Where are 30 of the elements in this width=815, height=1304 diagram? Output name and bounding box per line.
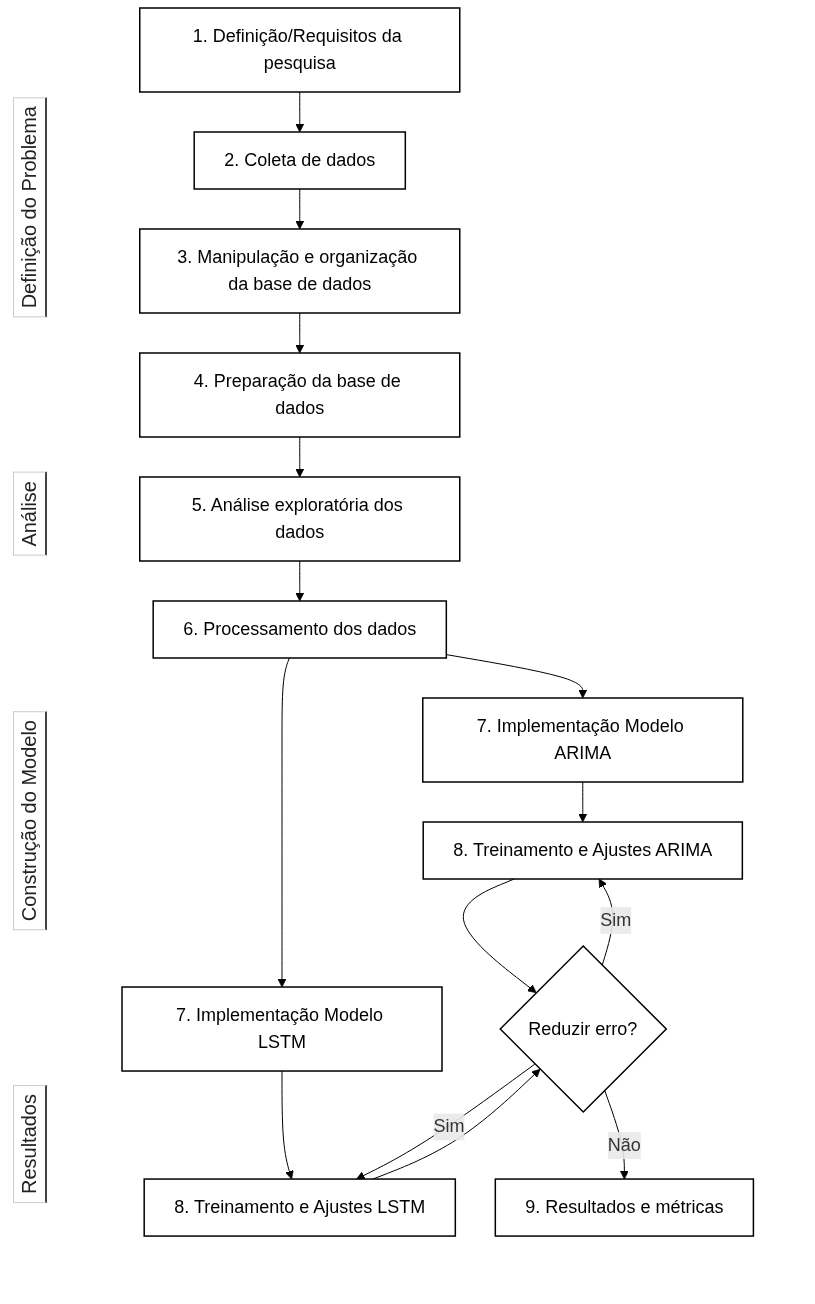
node-box: 8. Treinamento e Ajustes ARIMA	[422, 821, 743, 880]
arrow	[445, 654, 587, 699]
arrow	[356, 1063, 536, 1180]
arrow	[281, 1070, 294, 1180]
node-box: 2. Coleta de dados	[193, 131, 406, 190]
arrow	[277, 657, 290, 988]
phase-label: Resultados	[13, 1084, 47, 1203]
phase-label: Definição do Problema	[13, 97, 47, 318]
arrow	[295, 560, 304, 602]
node-box: 5. Análise exploratória dos dados	[138, 476, 461, 562]
edge-label: Sim	[600, 909, 632, 930]
node-box: 8. Treinamento e Ajustes LSTM	[143, 1178, 456, 1237]
arrow	[295, 91, 304, 133]
node-box: 6. Processamento dos dados	[152, 600, 447, 659]
phase-label: Análise	[13, 472, 47, 556]
node-box: 7. Implementação Modelo ARIMA	[421, 697, 744, 783]
arrow	[578, 781, 587, 823]
node-box: 3. Manipulação e organização da base de dados	[138, 228, 461, 314]
node-box: 1. Definição/Requisitos da pesquisa	[138, 7, 461, 93]
node-box: 4. Preparação da base de dados	[138, 352, 461, 438]
arrow	[462, 878, 537, 994]
node-box: 9. Resultados e métricas	[494, 1178, 754, 1237]
phase-label: Construção do Modelo	[13, 710, 47, 930]
arrow	[295, 436, 304, 478]
arrow	[295, 188, 304, 230]
edge-label: Não	[607, 1135, 641, 1156]
node-diamond: Reduzir erro?	[499, 944, 668, 1114]
edge-label: Sim	[433, 1116, 465, 1137]
node-box: 7. Implementação Modelo LSTM	[121, 986, 443, 1072]
arrow	[295, 312, 304, 354]
